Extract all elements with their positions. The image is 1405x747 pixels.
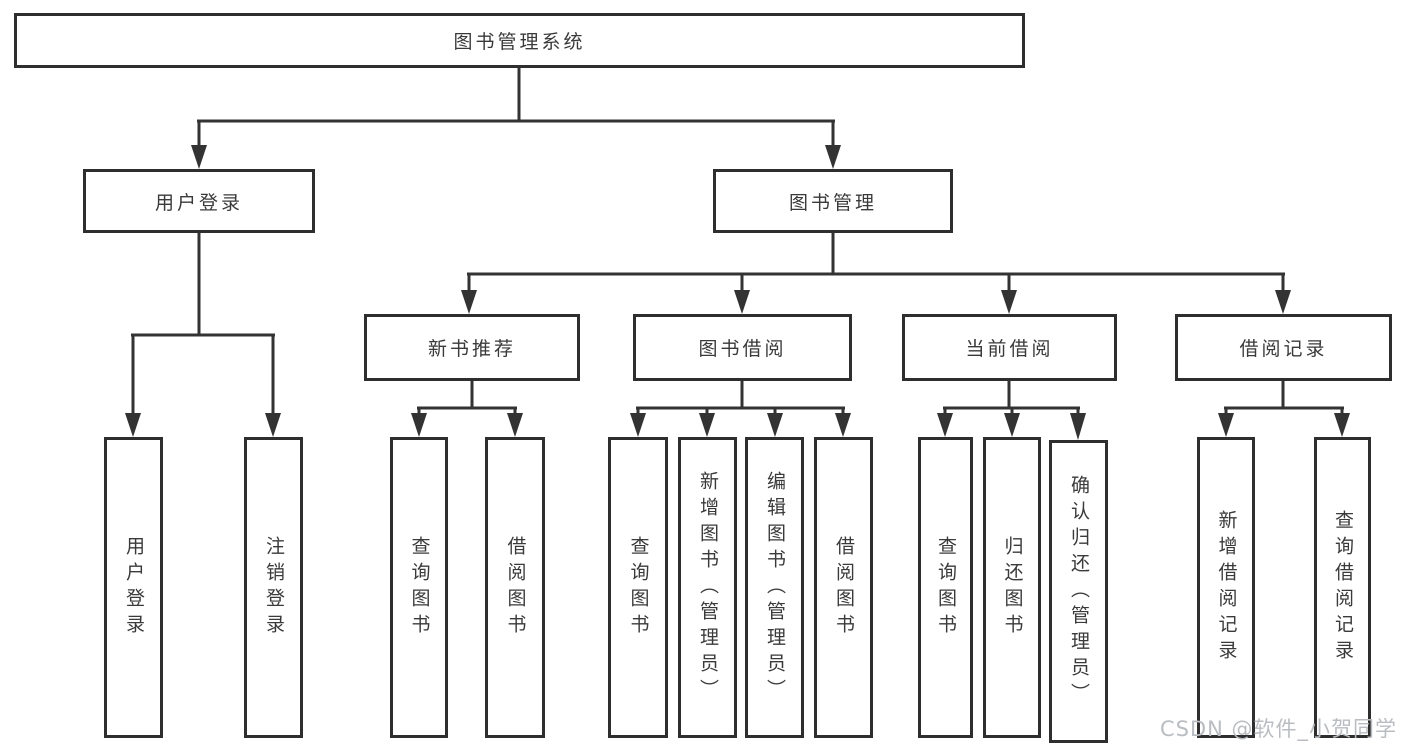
node-borrowing-records-label: 借阅记录 <box>1239 338 1328 360</box>
leaf-logout-label: 注销登录 <box>263 535 285 640</box>
node-book-management: 图书管理 <box>713 169 953 233</box>
node-new-book-recommend-label: 新书推荐 <box>427 338 516 360</box>
leaf-borrow-books-1-label: 借阅图书 <box>504 535 527 640</box>
leaf-borrow-books-2: 借阅图书 <box>814 437 873 738</box>
leaf-query-books-2: 查询图书 <box>608 437 668 738</box>
leaf-edit-books-admin: 编辑图书（管理员） <box>745 437 804 738</box>
csdn-watermark: CSDN @软件_小贺同学 <box>1160 717 1398 741</box>
leaf-confirm-return-admin-label: 确认归还（管理员） <box>1068 474 1090 709</box>
leaf-logout: 注销登录 <box>244 437 303 738</box>
leaf-query-borrow-record-label: 查询借阅记录 <box>1332 509 1354 666</box>
leaf-query-books-2-label: 查询图书 <box>627 535 650 640</box>
node-new-book-recommend: 新书推荐 <box>364 314 580 381</box>
leaf-confirm-return-admin: 确认归还（管理员） <box>1049 440 1108 743</box>
leaf-query-books-3-label: 查询图书 <box>935 535 957 640</box>
leaf-query-books-3: 查询图书 <box>918 437 973 738</box>
leaf-borrow-books-2-label: 借阅图书 <box>833 535 855 640</box>
leaf-query-books-1-label: 查询图书 <box>408 535 431 640</box>
node-book-management-label: 图书管理 <box>788 191 877 214</box>
leaf-user-login: 用户登录 <box>104 437 163 738</box>
node-current-borrowing: 当前借阅 <box>902 314 1117 381</box>
node-root: 图书管理系统 <box>14 13 1025 68</box>
node-borrowing-records: 借阅记录 <box>1175 314 1392 381</box>
leaf-return-books: 归还图书 <box>983 437 1041 738</box>
leaf-add-borrow-record: 新增借阅记录 <box>1197 437 1255 738</box>
leaf-user-login-label: 用户登录 <box>123 535 145 640</box>
leaf-add-books-admin-label: 新增图书（管理员） <box>697 470 719 705</box>
node-user-login: 用户登录 <box>83 169 315 233</box>
node-user-login-label: 用户登录 <box>154 191 243 214</box>
node-current-borrowing-label: 当前借阅 <box>965 338 1054 360</box>
leaf-query-books-1: 查询图书 <box>390 437 448 738</box>
leaf-return-books-label: 归还图书 <box>1001 535 1024 640</box>
leaf-edit-books-admin-label: 编辑图书（管理员） <box>764 470 786 705</box>
leaf-borrow-books-1: 借阅图书 <box>485 437 545 738</box>
node-book-borrowing-label: 图书借阅 <box>698 338 787 360</box>
leaf-query-borrow-record: 查询借阅记录 <box>1314 437 1371 738</box>
leaf-add-borrow-record-label: 新增借阅记录 <box>1215 509 1238 666</box>
leaf-add-books-admin: 新增图书（管理员） <box>678 437 737 738</box>
node-root-label: 图书管理系统 <box>453 31 586 53</box>
node-book-borrowing: 图书借阅 <box>633 314 852 381</box>
